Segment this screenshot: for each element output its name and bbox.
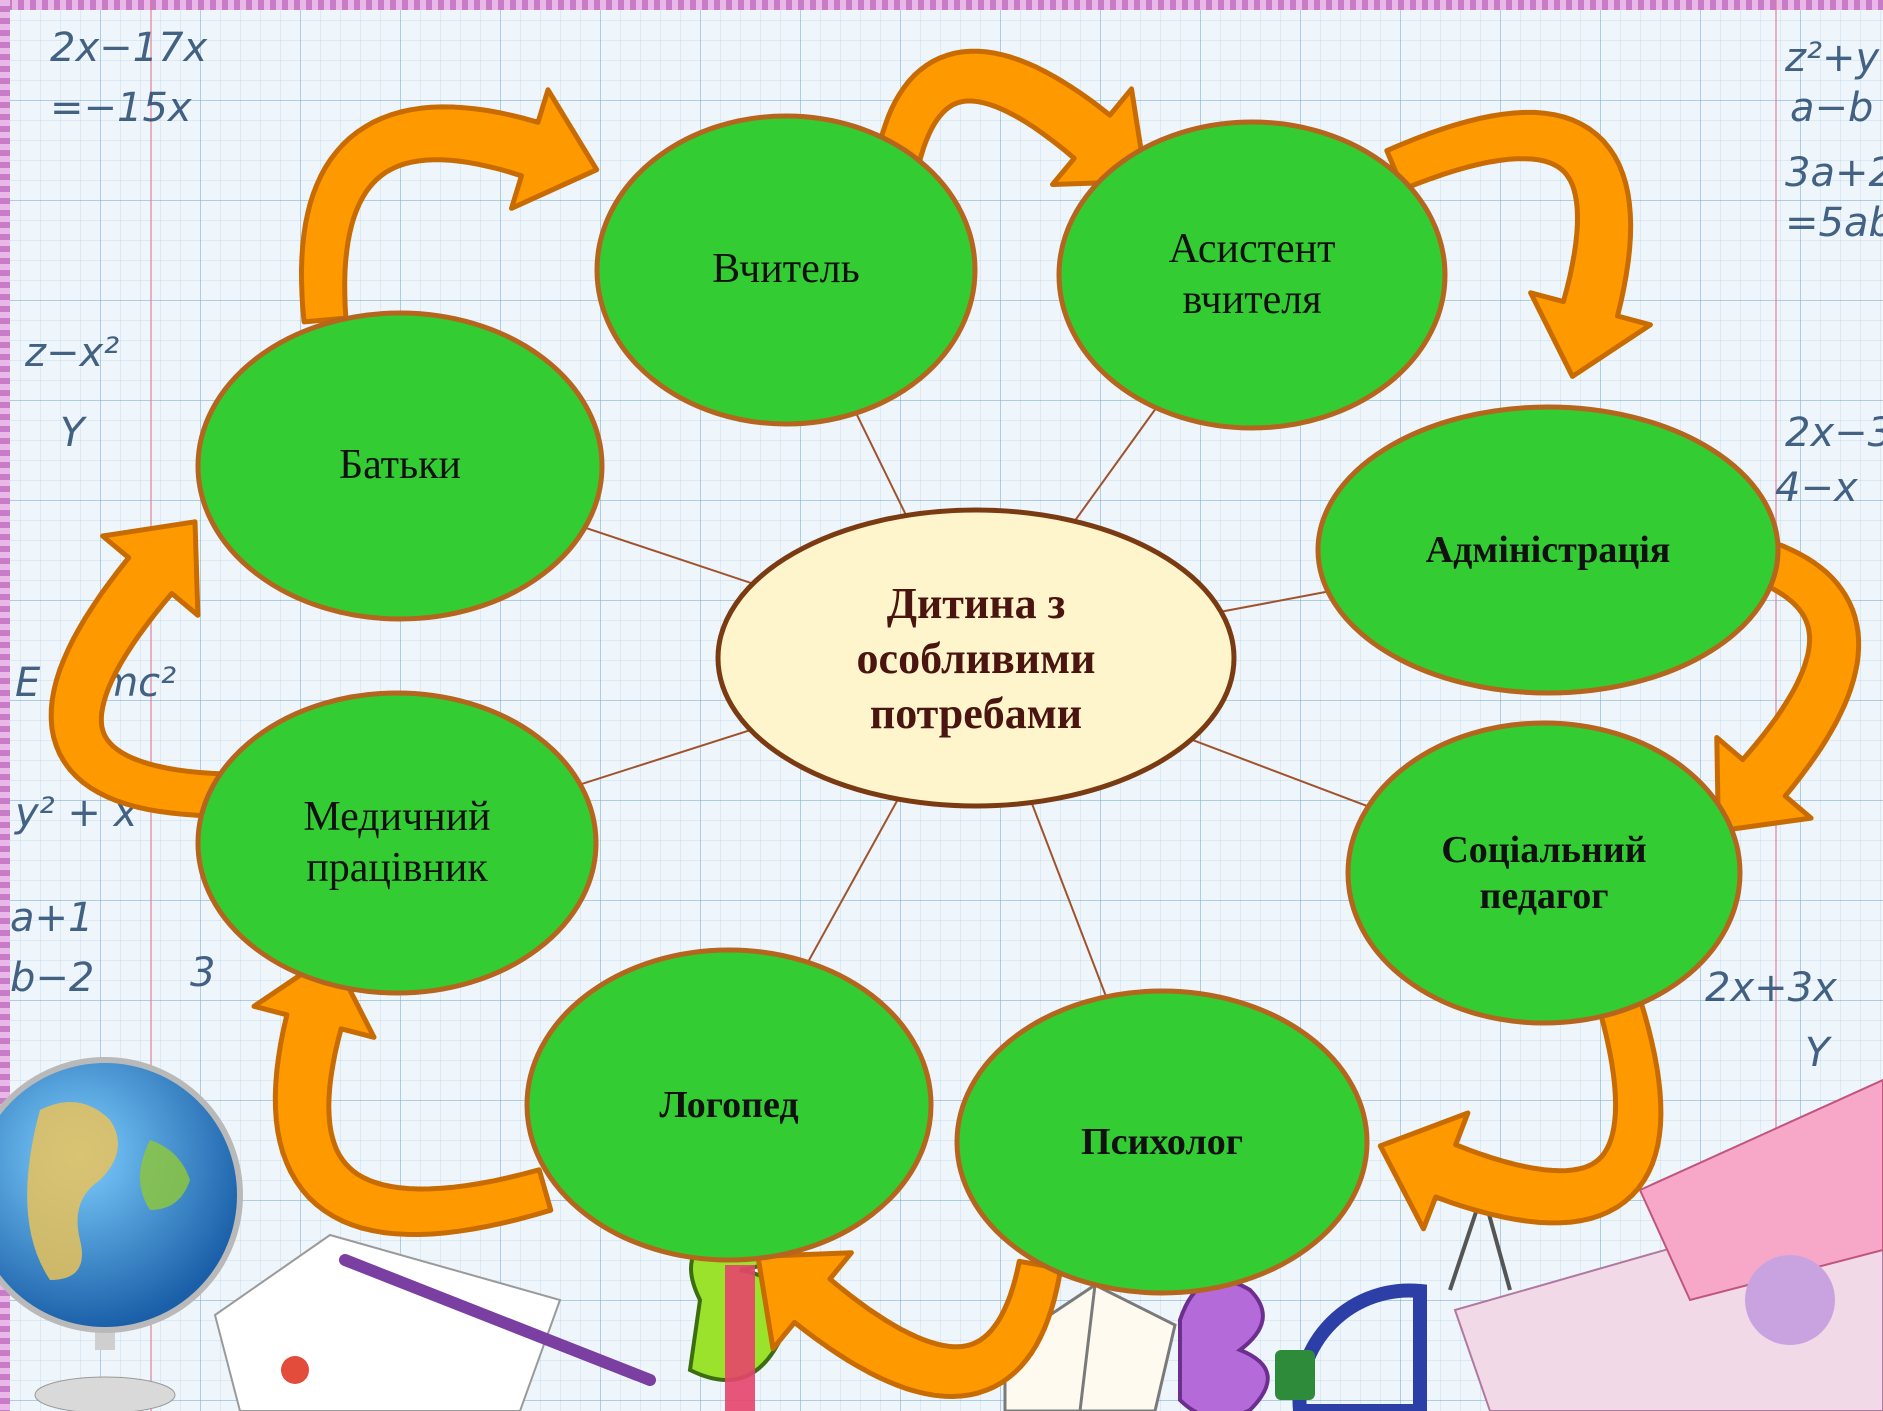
formula-scribble: =−15x bbox=[50, 85, 192, 131]
formula-scribble: a+1 bbox=[10, 895, 94, 941]
formula-scribble: 3 bbox=[190, 950, 216, 996]
connector-line-parents bbox=[560, 518, 782, 595]
formula-scribble: a−b bbox=[1790, 85, 1874, 131]
node-parents-shape bbox=[195, 310, 605, 622]
node-medical-worker-shape bbox=[195, 690, 599, 996]
margin-line-left bbox=[150, 0, 152, 1411]
book-illustration bbox=[1003, 1283, 1177, 1411]
decorative-border-top bbox=[0, 0, 1883, 10]
formula-scribble: 2x−3 bbox=[1785, 410, 1883, 456]
node-administration-label: Адміністрація bbox=[1425, 528, 1671, 571]
connector-line-medical-worker bbox=[556, 719, 780, 794]
formula-scribble: Y bbox=[60, 410, 85, 456]
node-social-pedagogue-label: Соціальний педагог bbox=[1441, 828, 1647, 917]
node-psychologist-shape bbox=[954, 988, 1370, 1296]
formula-scribble: 2x+3x bbox=[1705, 965, 1837, 1011]
center-node-label: Дитина з особливими потребами bbox=[856, 578, 1096, 738]
formula-scribble: Y bbox=[1805, 1030, 1830, 1076]
cycle-arrows bbox=[48, 48, 1862, 1399]
node-speech-therapist-label: Логопед bbox=[659, 1083, 799, 1126]
cycle-arrow bbox=[871, 48, 1149, 187]
node-teacher-shape bbox=[594, 113, 978, 427]
node-assistant-label: Асистент вчителя bbox=[1168, 225, 1336, 323]
cycle-arrow bbox=[48, 519, 228, 819]
cycle-arrow bbox=[299, 87, 600, 325]
connector-line-psychologist bbox=[1019, 774, 1117, 1021]
node-teacher-label: Вчитель bbox=[712, 246, 860, 293]
globe-illustration bbox=[0, 1057, 243, 1411]
connector-line-social-pedagogue bbox=[1162, 727, 1393, 817]
formula-scribble: 2x−17x bbox=[50, 25, 208, 71]
node-assistant-shape bbox=[1056, 119, 1448, 431]
node-parents-label: Батьки bbox=[338, 442, 462, 489]
node-psychologist-label: Психолог bbox=[1081, 1120, 1243, 1163]
node-shapes bbox=[195, 113, 1781, 1296]
formula-scribble: z²+y bbox=[1785, 35, 1880, 81]
formula-scribble: 3a+2 bbox=[1785, 150, 1883, 196]
decorative-border-left bbox=[0, 0, 10, 1411]
node-social-pedagogue-shape bbox=[1345, 720, 1743, 1026]
cycle-arrow bbox=[1384, 109, 1653, 379]
center-node-shape bbox=[715, 507, 1237, 809]
formula-scribble: z−x² bbox=[25, 330, 120, 376]
formula-scribble: b−2 bbox=[10, 955, 95, 1001]
connector-line-speech-therapist bbox=[794, 772, 914, 985]
node-speech-therapist-shape bbox=[524, 947, 934, 1263]
node-administration-shape bbox=[1315, 404, 1781, 696]
formula-scribble: =5ab bbox=[1785, 200, 1883, 246]
formula-scribble: 4−x bbox=[1775, 465, 1858, 511]
node-medical-worker-label: Медичний працівник bbox=[303, 793, 491, 891]
paper-sheet-illustration bbox=[213, 1233, 656, 1411]
cycle-arrow bbox=[1377, 996, 1664, 1232]
protractor-illustration bbox=[1275, 1283, 1427, 1411]
notebooks-illustration bbox=[1448, 1078, 1883, 1411]
cycle-arrow bbox=[1714, 537, 1862, 834]
margin-line-right bbox=[1775, 0, 1777, 1411]
cycle-arrow bbox=[251, 951, 554, 1237]
cycle-arrow bbox=[755, 1250, 1064, 1399]
